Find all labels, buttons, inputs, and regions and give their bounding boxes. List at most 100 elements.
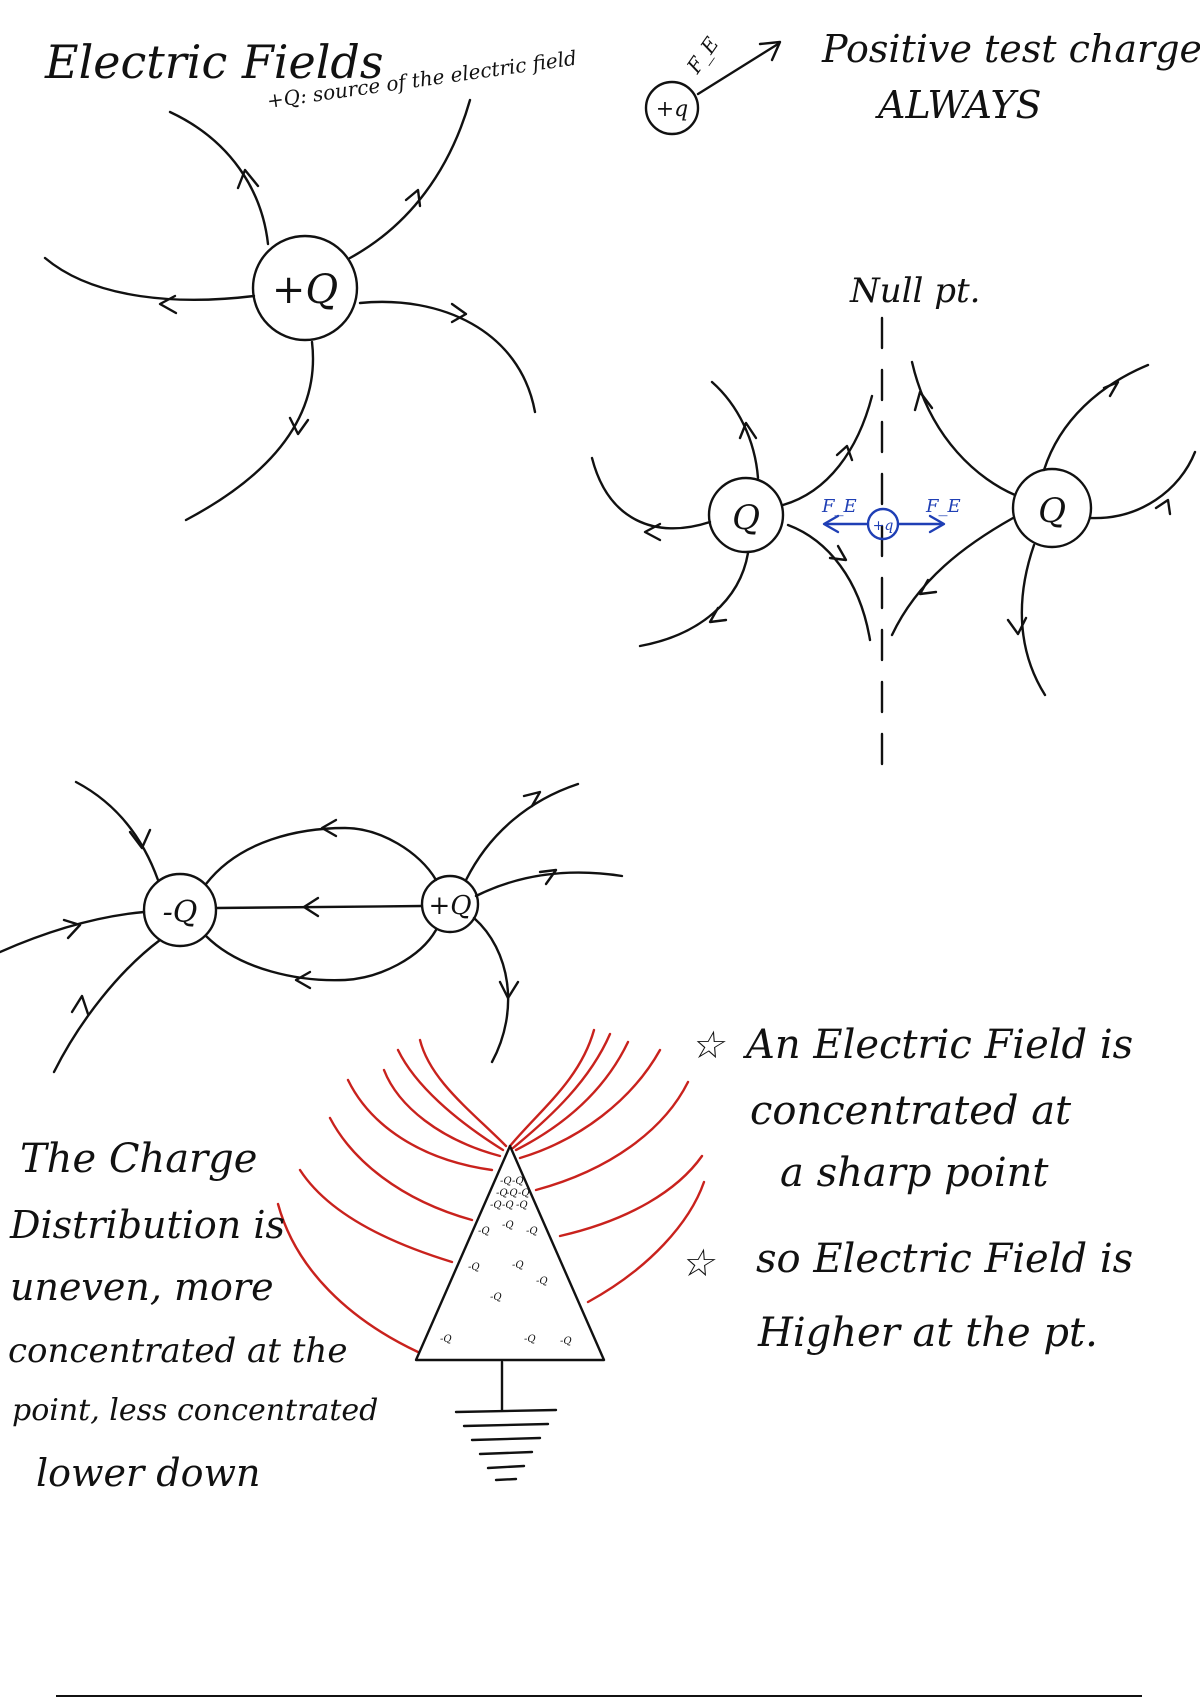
left-charge-label: Q (732, 498, 760, 538)
field-arc (328, 1116, 474, 1222)
field-line-down (184, 340, 315, 522)
field-arrow (522, 790, 542, 808)
null-point-label: Null pt. (849, 271, 980, 311)
field-line-up-right (348, 98, 472, 260)
charge-mark: -Q (560, 1336, 572, 1347)
field-arrow (62, 918, 82, 940)
charge-mark: -Q (512, 1176, 524, 1187)
field-arrow (288, 416, 310, 436)
field-line (472, 916, 510, 1064)
field-line-right (358, 300, 537, 414)
charge-mark: -Q (502, 1220, 514, 1231)
right-charge-circle (1011, 467, 1093, 549)
field-arrow (738, 421, 758, 440)
field-arc (418, 1038, 508, 1148)
ground-bar (462, 1422, 550, 1428)
field-line-left (43, 256, 256, 301)
field-line (1088, 450, 1197, 520)
force-right-label: F_E (925, 496, 961, 517)
charge-mark: -Q (536, 1276, 548, 1287)
ground-bar (486, 1464, 526, 1470)
description-line: concentrated at the (8, 1331, 347, 1371)
force-vector (696, 42, 780, 96)
field-arrow (708, 606, 728, 624)
star-note-1-line: An Electric Field is (742, 1022, 1133, 1068)
test-charge-circle (644, 80, 700, 136)
field-line (0, 910, 146, 954)
field-arc (518, 1048, 662, 1160)
force-arrowhead-left (822, 514, 840, 534)
star-icon: ☆ (680, 1241, 716, 1285)
positive-charge-label: +Q (428, 891, 471, 921)
field-arrow (498, 980, 520, 1000)
test-charge-label: +q (656, 97, 689, 122)
conductor-triangle (414, 1144, 606, 1362)
test-charge-note-line2: ALWAYS (875, 83, 1042, 127)
field-arrow (128, 828, 152, 850)
charge-mark: -Q (518, 1188, 530, 1199)
force-arrowhead (758, 40, 782, 62)
field-arc (511, 1032, 612, 1150)
test-charge-note-line1: Positive test charge (821, 27, 1200, 71)
right-charge-label: Q (1038, 491, 1066, 531)
field-arrow (236, 168, 260, 190)
field-line (710, 380, 760, 480)
field-line (1042, 363, 1150, 472)
charge-mark: -Q (490, 1200, 502, 1211)
test-charge-note: +q F_E Positive test charge ALWAYS (644, 27, 1200, 136)
star-note-1-line: a sharp point (780, 1150, 1049, 1196)
point-charge-diagram: +Q: source of the electric field +Q (43, 46, 578, 522)
source-charge-label: +Q (272, 267, 338, 313)
null-test-charge-label: +q (873, 518, 894, 534)
field-line (590, 456, 712, 530)
ground-bar (470, 1436, 542, 1442)
field-arrow (918, 578, 938, 596)
field-arrow (1102, 380, 1120, 398)
field-line-center (214, 904, 424, 910)
field-arc (508, 1028, 596, 1148)
ground-bar (454, 1408, 558, 1414)
charge-mark: -Q (496, 1188, 508, 1199)
field-line (74, 780, 160, 882)
field-arrow (294, 970, 312, 990)
field-arrow (1006, 616, 1028, 636)
description-line: point, less concentrated (12, 1393, 378, 1428)
field-arrow (70, 994, 90, 1016)
sharp-conductor-diagram: -Q -Q -Q -Q -Q -Q -Q -Q -Q -Q -Q -Q -Q -… (276, 1028, 706, 1482)
field-arc (346, 1078, 494, 1172)
star-notes: ☆ An Electric Field is concentrated at a… (680, 1022, 1133, 1356)
page-title: Electric Fields (44, 35, 383, 89)
surface-charges: -Q -Q -Q -Q -Q -Q -Q -Q -Q -Q -Q -Q -Q -… (440, 1176, 572, 1347)
force-left-label: F_E (821, 496, 857, 517)
field-line (786, 523, 872, 642)
field-arc (586, 1180, 706, 1304)
like-charges-diagram: Null pt. Q Q +q F_E F (590, 271, 1197, 774)
field-line-up-left (168, 110, 270, 246)
field-line (890, 516, 1015, 637)
field-line (638, 551, 750, 648)
star-note-1-line: concentrated at (750, 1088, 1072, 1134)
field-arc (514, 1040, 630, 1152)
charge-mark: -Q (516, 1200, 528, 1211)
field-line (464, 782, 580, 882)
field-arc (534, 1080, 690, 1192)
description-line: lower down (36, 1451, 261, 1495)
star-note-2-line: so Electric Field is (756, 1236, 1133, 1282)
ground-bar (494, 1477, 518, 1482)
charge-mark: -Q (490, 1292, 502, 1303)
field-line (910, 360, 1017, 497)
ground-bar (478, 1450, 534, 1456)
field-arrow (1154, 498, 1172, 516)
force-label: F_E (681, 32, 724, 78)
field-line (474, 871, 624, 898)
field-arc (558, 1154, 704, 1238)
charge-mark: -Q (468, 1262, 480, 1273)
star-note-2-line: Higher at the pt. (757, 1310, 1098, 1356)
source-charge-circle (251, 234, 359, 342)
charge-distribution-note: The Charge Distribution is uneven, more … (8, 1136, 378, 1495)
field-arrow (828, 544, 848, 562)
negative-charge-circle (142, 872, 218, 948)
charge-mark: -Q (506, 1188, 518, 1199)
charge-mark: -Q (478, 1226, 490, 1237)
